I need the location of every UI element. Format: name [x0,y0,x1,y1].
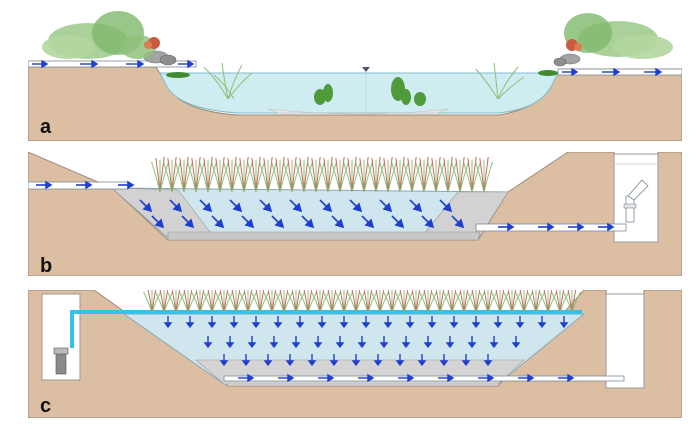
control-chamber-icon [605,293,645,389]
flow-arrows-b [36,180,615,232]
panel-a-diagram [28,11,682,141]
edge-plants [166,70,558,78]
panel-c-vertical-flow-bed [28,290,682,418]
submerged-plants [314,77,426,106]
flow-arrows-c [163,316,575,383]
flow-arrows-a [32,59,663,77]
inlet-pipe-icon [28,60,197,68]
panel-b-diagram [28,152,682,276]
water-level-marker-icon [362,67,370,72]
panel-letter-a: a [40,116,52,138]
panel-b-horizontal-flow-bed [28,152,682,276]
reed-plant-icon [143,290,581,313]
shrub-icon [42,11,673,59]
panel-a-free-water-pond [28,3,682,141]
reed-plant-icon [151,156,493,193]
pond-water [159,72,559,114]
gravel-floor [167,231,481,241]
panel-letter-c: c [40,395,52,417]
feed-pipe-icon [70,310,582,348]
reed-plant-icon [203,62,525,100]
panel-letter-b: b [40,255,53,277]
panel-c-diagram [28,290,682,418]
pond-floor-gravel [267,108,449,115]
pump-icon [53,347,69,375]
rock-icon [143,50,581,67]
outlet-riser-icon [623,179,649,223]
drain-pipe-icon [223,375,625,382]
